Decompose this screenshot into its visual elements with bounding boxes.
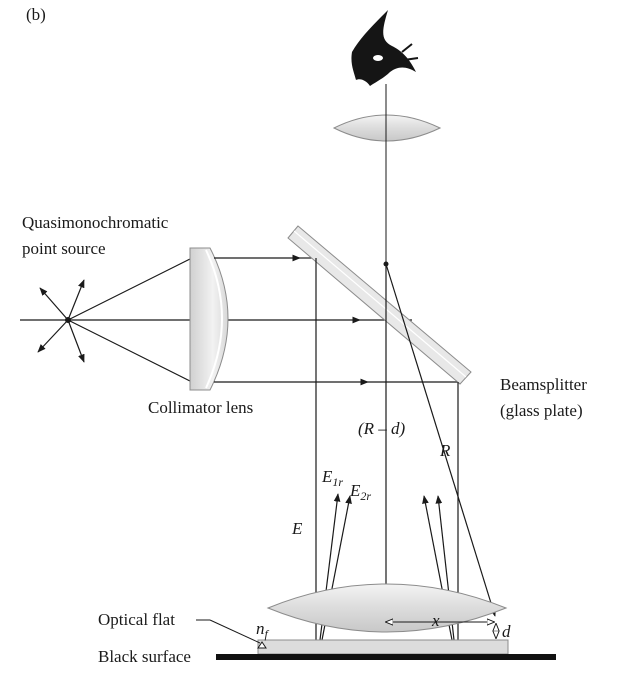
- radius-R-line: [385, 263, 496, 617]
- convex-lens: [266, 583, 508, 633]
- source-label-line1: Quasimonochromatic: [22, 213, 169, 232]
- optical-flat-label: Optical flat: [98, 610, 175, 629]
- nf-label: nf: [256, 619, 270, 641]
- beamsplitter-label-line1: Beamsplitter: [500, 375, 587, 394]
- panel-label: (b): [26, 5, 46, 24]
- E1r-label: E1r: [321, 467, 343, 489]
- point-source: [37, 279, 85, 363]
- black-surface: [216, 654, 556, 660]
- collimator-label: Collimator lens: [148, 398, 253, 417]
- eyepiece-lens: [332, 114, 442, 142]
- eye-icon: [351, 10, 419, 86]
- x-label: x: [431, 611, 440, 630]
- beamsplitter-label-line2: (glass plate): [500, 401, 583, 420]
- r-minus-d-label: (R – d): [358, 419, 406, 438]
- collimator-lens: [189, 247, 229, 391]
- source-label-line2: point source: [22, 239, 106, 258]
- black-surface-label: Black surface: [98, 647, 191, 666]
- optical-flat: [257, 639, 509, 655]
- R-label: R: [439, 441, 451, 460]
- E2r-label: E2r: [349, 481, 371, 503]
- E-label: E: [291, 519, 303, 538]
- d-label: d: [502, 622, 511, 641]
- beamsplitter: [287, 225, 472, 385]
